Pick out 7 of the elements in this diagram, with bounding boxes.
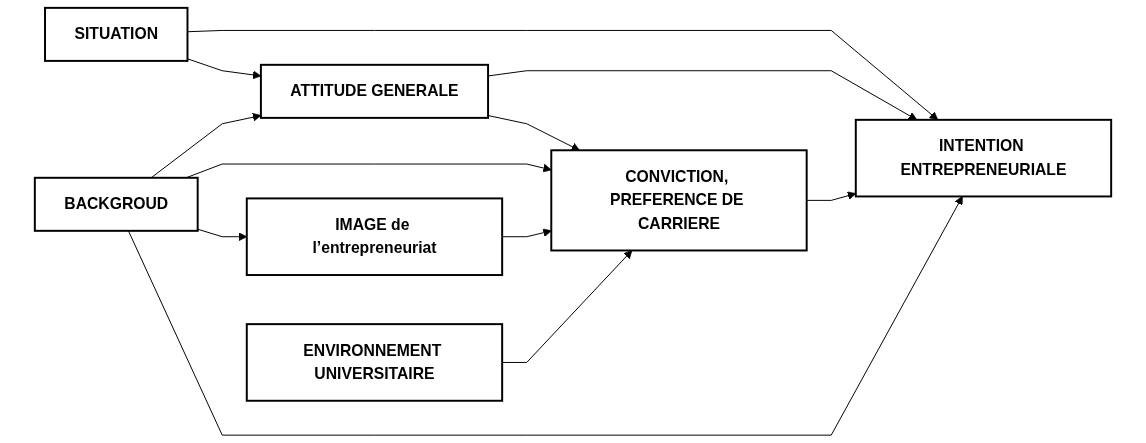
node-box: SITUATION	[44, 6, 189, 62]
node-box: INTENTION ENTREPRENEURIALE	[854, 118, 1113, 198]
node-box: ENVIRONNEMENT UNIVERSITAIRE	[245, 323, 504, 402]
node-box: ATTITUDE GENERALE	[259, 63, 490, 119]
node-box: BACKGROUD	[33, 176, 199, 232]
node-box: IMAGE de l’entrepreneuriat	[245, 197, 504, 276]
node-box: CONVICTION, PREFERENCE DE CARRIERE	[550, 149, 808, 252]
